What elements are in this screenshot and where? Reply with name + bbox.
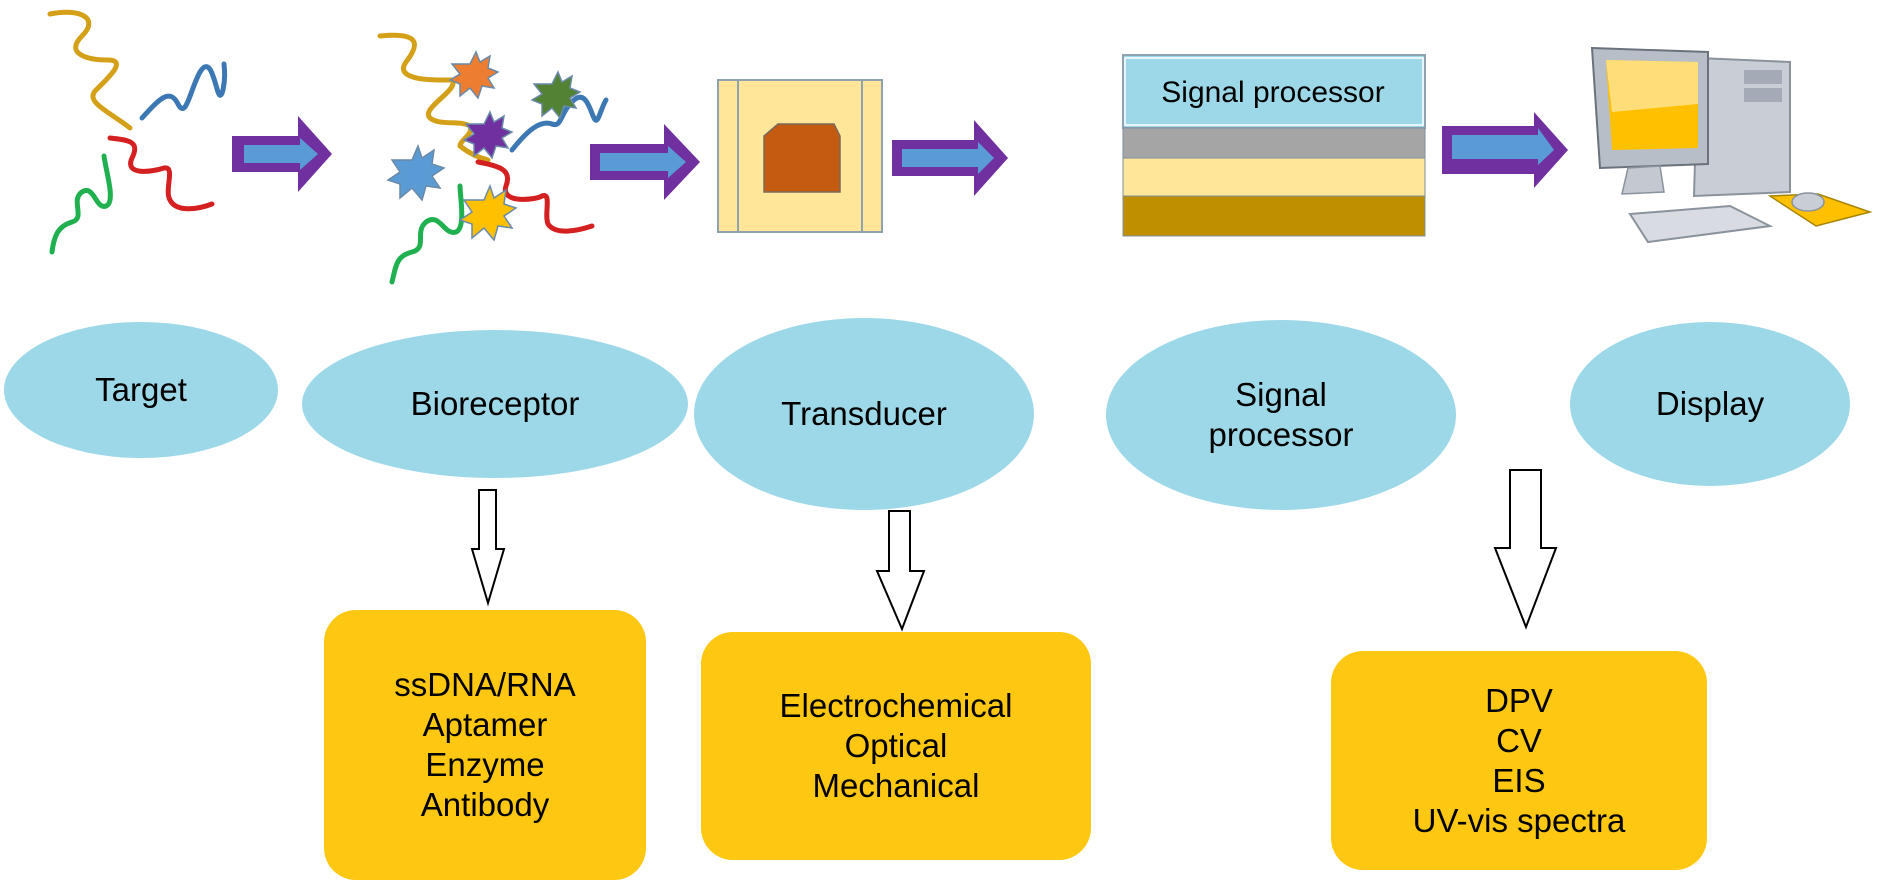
box-item: CV xyxy=(1496,721,1542,759)
box-item: Optical xyxy=(844,727,948,764)
box-item: ssDNA/RNA xyxy=(394,666,576,703)
flow-arrow-1 xyxy=(232,116,332,192)
transducer-core xyxy=(763,123,841,193)
strand-green xyxy=(49,153,113,255)
box-bioreceptor-types: ssDNA/RNA Aptamer Enzyme Antibody xyxy=(324,610,646,880)
stage-display-label: Display xyxy=(1655,385,1765,422)
dna-strands-icon xyxy=(47,9,227,255)
receptor-purple xyxy=(462,110,514,160)
stage-bioreceptor: Bioreceptor xyxy=(302,330,688,478)
strand-red xyxy=(107,135,215,212)
box-item: DPV xyxy=(1485,681,1553,719)
box-item: Aptamer xyxy=(422,706,548,743)
signal-processor-stack xyxy=(1122,54,1426,237)
stage-transducer: Transducer xyxy=(694,318,1034,510)
down-arrow-transducer xyxy=(875,510,926,632)
transducer-chip-icon xyxy=(717,79,883,233)
box-item: EIS xyxy=(1492,761,1546,799)
desktop-computer-icon xyxy=(1590,46,1873,244)
stage-signal-processor-label-line1: Signal xyxy=(1235,376,1327,413)
box-item: Antibody xyxy=(420,786,550,823)
strands-with-receptors-icon xyxy=(377,32,609,285)
stage-bioreceptor-label: Bioreceptor xyxy=(410,385,580,422)
down-arrow-display xyxy=(1493,469,1558,630)
stage-display: Display xyxy=(1570,322,1850,486)
stage-target-label: Target xyxy=(95,371,187,408)
strand-blue xyxy=(139,61,227,121)
box-item: UV-vis spectra xyxy=(1412,801,1626,839)
flow-arrow-3 xyxy=(892,120,1008,196)
receptor-green xyxy=(530,70,582,120)
box-transducer-types: Electrochemical Optical Mechanical xyxy=(701,632,1091,860)
stage-target: Target xyxy=(4,322,278,458)
flow-arrow-4 xyxy=(1442,112,1568,188)
flow-arrow-2 xyxy=(590,124,700,200)
stage-transducer-label: Transducer xyxy=(781,395,947,432)
receptor-blue xyxy=(386,143,446,202)
down-arrow-bioreceptor xyxy=(470,489,506,607)
stage-signal-processor: Signal processor xyxy=(1106,320,1456,510)
box-item: Enzyme xyxy=(425,746,545,783)
box-item: Electrochemical xyxy=(779,687,1013,724)
box-item: Mechanical xyxy=(812,767,980,804)
strand-gold xyxy=(47,9,133,131)
receptor-yellow xyxy=(458,183,518,242)
stage-signal-processor-label-line2: processor xyxy=(1208,416,1354,453)
box-display-methods: DPV CV EIS UV-vis spectra xyxy=(1331,651,1707,870)
signal-processor-label: Signal processor xyxy=(1161,76,1385,109)
receptor-orange xyxy=(448,50,500,100)
